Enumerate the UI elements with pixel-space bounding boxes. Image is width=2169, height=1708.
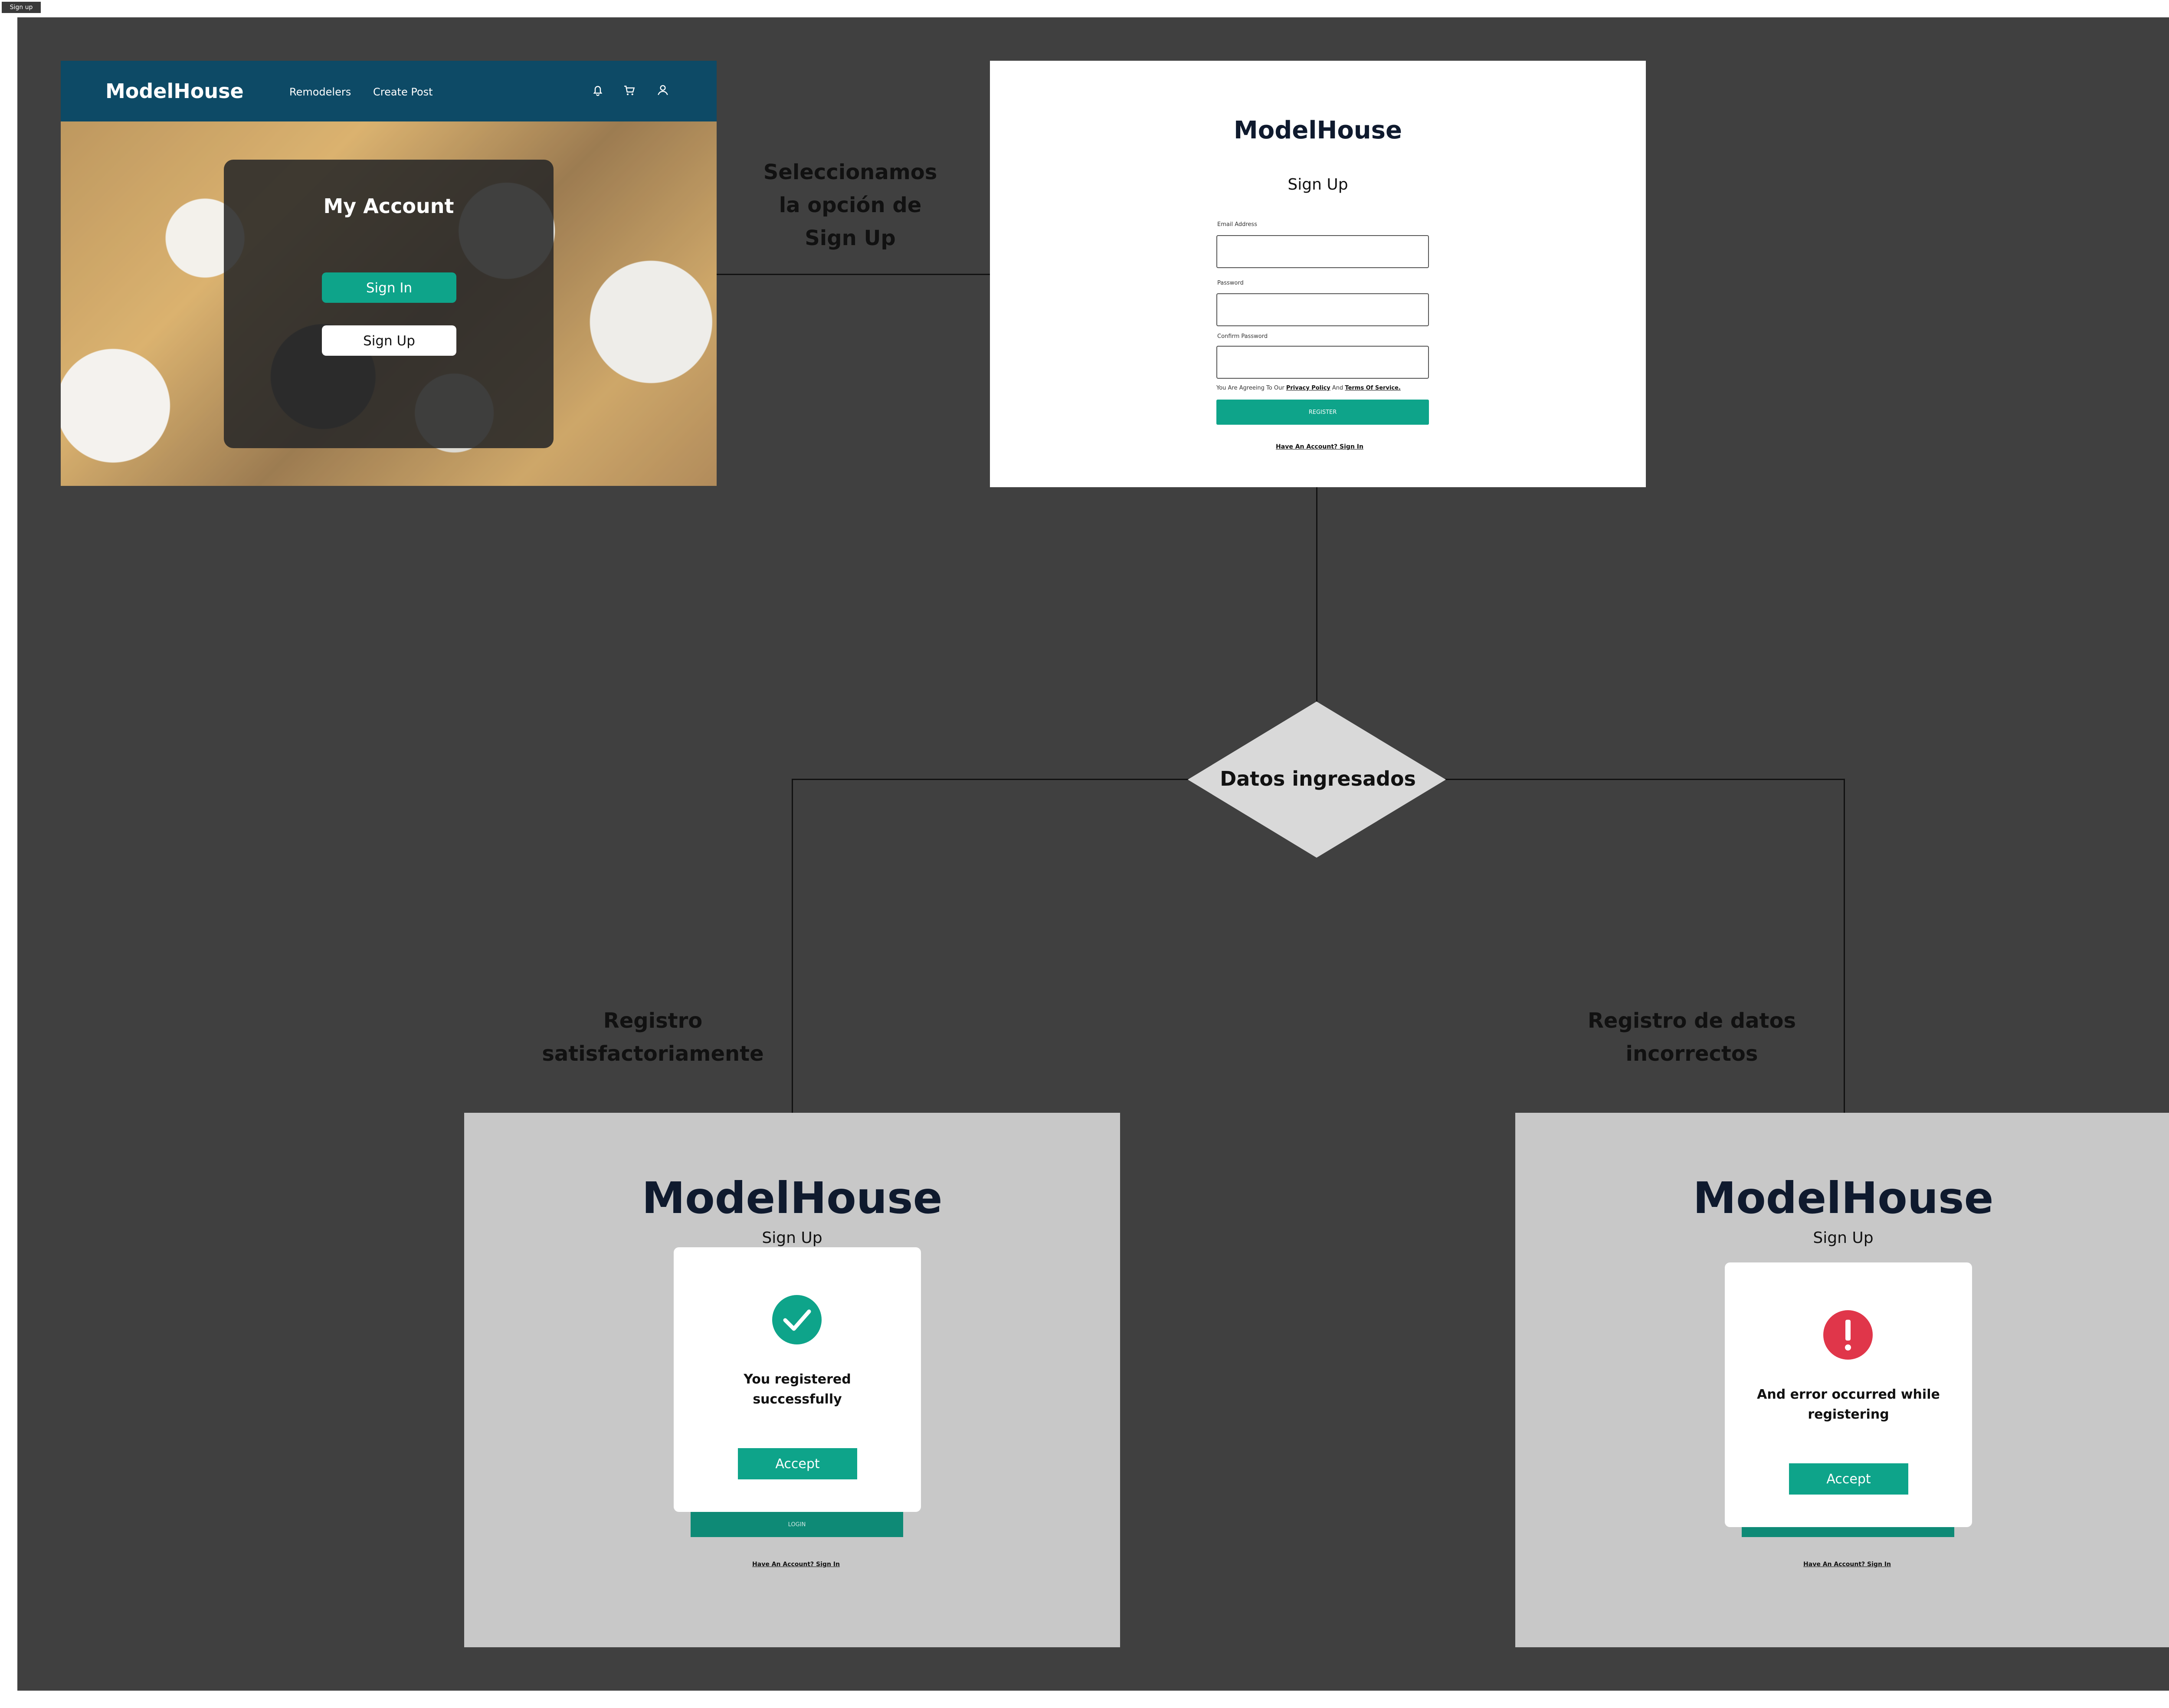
modal-message-line: You registered (744, 1372, 851, 1387)
sign-up-button[interactable]: Sign Up (322, 325, 456, 356)
card-title: My Account (323, 194, 454, 218)
email-label: Email Address (1217, 221, 1257, 228)
login-button[interactable]: LOGIN (691, 1512, 903, 1537)
have-account-link[interactable]: Have An Account? Sign In (1803, 1561, 1891, 1568)
privacy-policy-link[interactable]: Privacy Policy (1286, 385, 1330, 391)
error-circle-icon (1823, 1310, 1873, 1360)
terms-text: You Are Agreeing To Our Privacy Policy A… (1216, 385, 1401, 391)
modal-message-line: successfully (753, 1392, 842, 1407)
terms-and: And (1332, 385, 1343, 391)
connector-signup-to-decision (1316, 487, 1317, 703)
annotation-select-signup: Seleccionamos la opción de Sign Up (733, 156, 967, 255)
logo: ModelHouse (1693, 1173, 1994, 1223)
decision-diamond (1188, 702, 1446, 858)
annotation-line: Seleccionamos (763, 160, 937, 184)
accept-button[interactable]: Accept (1789, 1463, 1908, 1495)
user-icon[interactable] (656, 83, 670, 97)
success-screen: ModelHouse Sign Up LOGIN Have An Account… (464, 1113, 1120, 1647)
logo: ModelHouse (1234, 116, 1402, 144)
password-label: Password (1217, 280, 1244, 286)
my-account-screen: ModelHouse Remodelers Create Post My Acc… (61, 61, 717, 486)
confirm-password-field[interactable] (1216, 346, 1429, 379)
sign-in-button[interactable]: Sign In (322, 272, 456, 303)
nav-link-remodelers[interactable]: Remodelers (289, 86, 351, 98)
have-account-link[interactable]: Have An Account? Sign In (1276, 443, 1363, 450)
register-button[interactable]: REGISTER (1216, 400, 1429, 425)
connector-decision-left-h (792, 779, 1189, 780)
annotation-line: satisfactoriamente (542, 1042, 764, 1066)
annotation-success: Registro satisfactoriamente (512, 1004, 794, 1070)
connector-decision-right-h (1445, 779, 1845, 780)
logo[interactable]: ModelHouse (105, 79, 244, 103)
decision-label: Datos ingresados (1220, 767, 1416, 790)
bell-icon[interactable] (591, 83, 605, 97)
annotation-line: Registro de datos (1587, 1009, 1796, 1033)
terms-prefix: You Are Agreeing To Our (1216, 385, 1284, 391)
terms-of-service-link[interactable]: Terms Of Service. (1345, 385, 1401, 391)
accept-button[interactable]: Accept (738, 1448, 857, 1479)
password-field[interactable] (1216, 293, 1429, 326)
annotation-line: la opción de (779, 193, 922, 217)
connector-decision-right-v (1844, 779, 1845, 1114)
page-title: Sign Up (1288, 176, 1348, 193)
modal-message: You registered successfully (674, 1370, 921, 1410)
have-account-link[interactable]: Have An Account? Sign In (752, 1561, 840, 1568)
modal-message: And error occurred while registering (1725, 1385, 1972, 1425)
annotation-line: Sign Up (805, 226, 896, 250)
connector-myaccount-to-signup (717, 274, 990, 275)
navbar: ModelHouse Remodelers Create Post (61, 61, 717, 121)
sign-up-screen: ModelHouse Sign Up Email Address Passwor… (990, 61, 1646, 487)
email-field[interactable] (1216, 235, 1429, 268)
annotation-line: incorrectos (1625, 1042, 1758, 1066)
connector-decision-left-v (792, 779, 793, 1114)
error-screen: ModelHouse Sign Up Have An Account? Sign… (1515, 1113, 2169, 1647)
page-title: Sign Up (762, 1229, 822, 1247)
error-modal: And error occurred while registering Acc… (1725, 1262, 1972, 1527)
logo: ModelHouse (642, 1173, 943, 1223)
page-title: Sign Up (1813, 1229, 1874, 1247)
modal-message-line: registering (1808, 1407, 1889, 1422)
check-circle-icon (772, 1295, 822, 1344)
cart-icon[interactable] (623, 83, 636, 97)
annotation-failure: Registro de datos incorrectos (1551, 1004, 1833, 1070)
success-modal: You registered successfully Accept (674, 1247, 921, 1512)
modal-message-line: And error occurred while (1757, 1387, 1940, 1402)
confirm-password-label: Confirm Password (1217, 333, 1268, 340)
frame-tag: Sign up (2, 2, 41, 13)
my-account-card: My Account Sign In Sign Up (224, 160, 554, 448)
nav-link-create-post[interactable]: Create Post (373, 86, 433, 98)
annotation-line: Registro (603, 1009, 703, 1033)
